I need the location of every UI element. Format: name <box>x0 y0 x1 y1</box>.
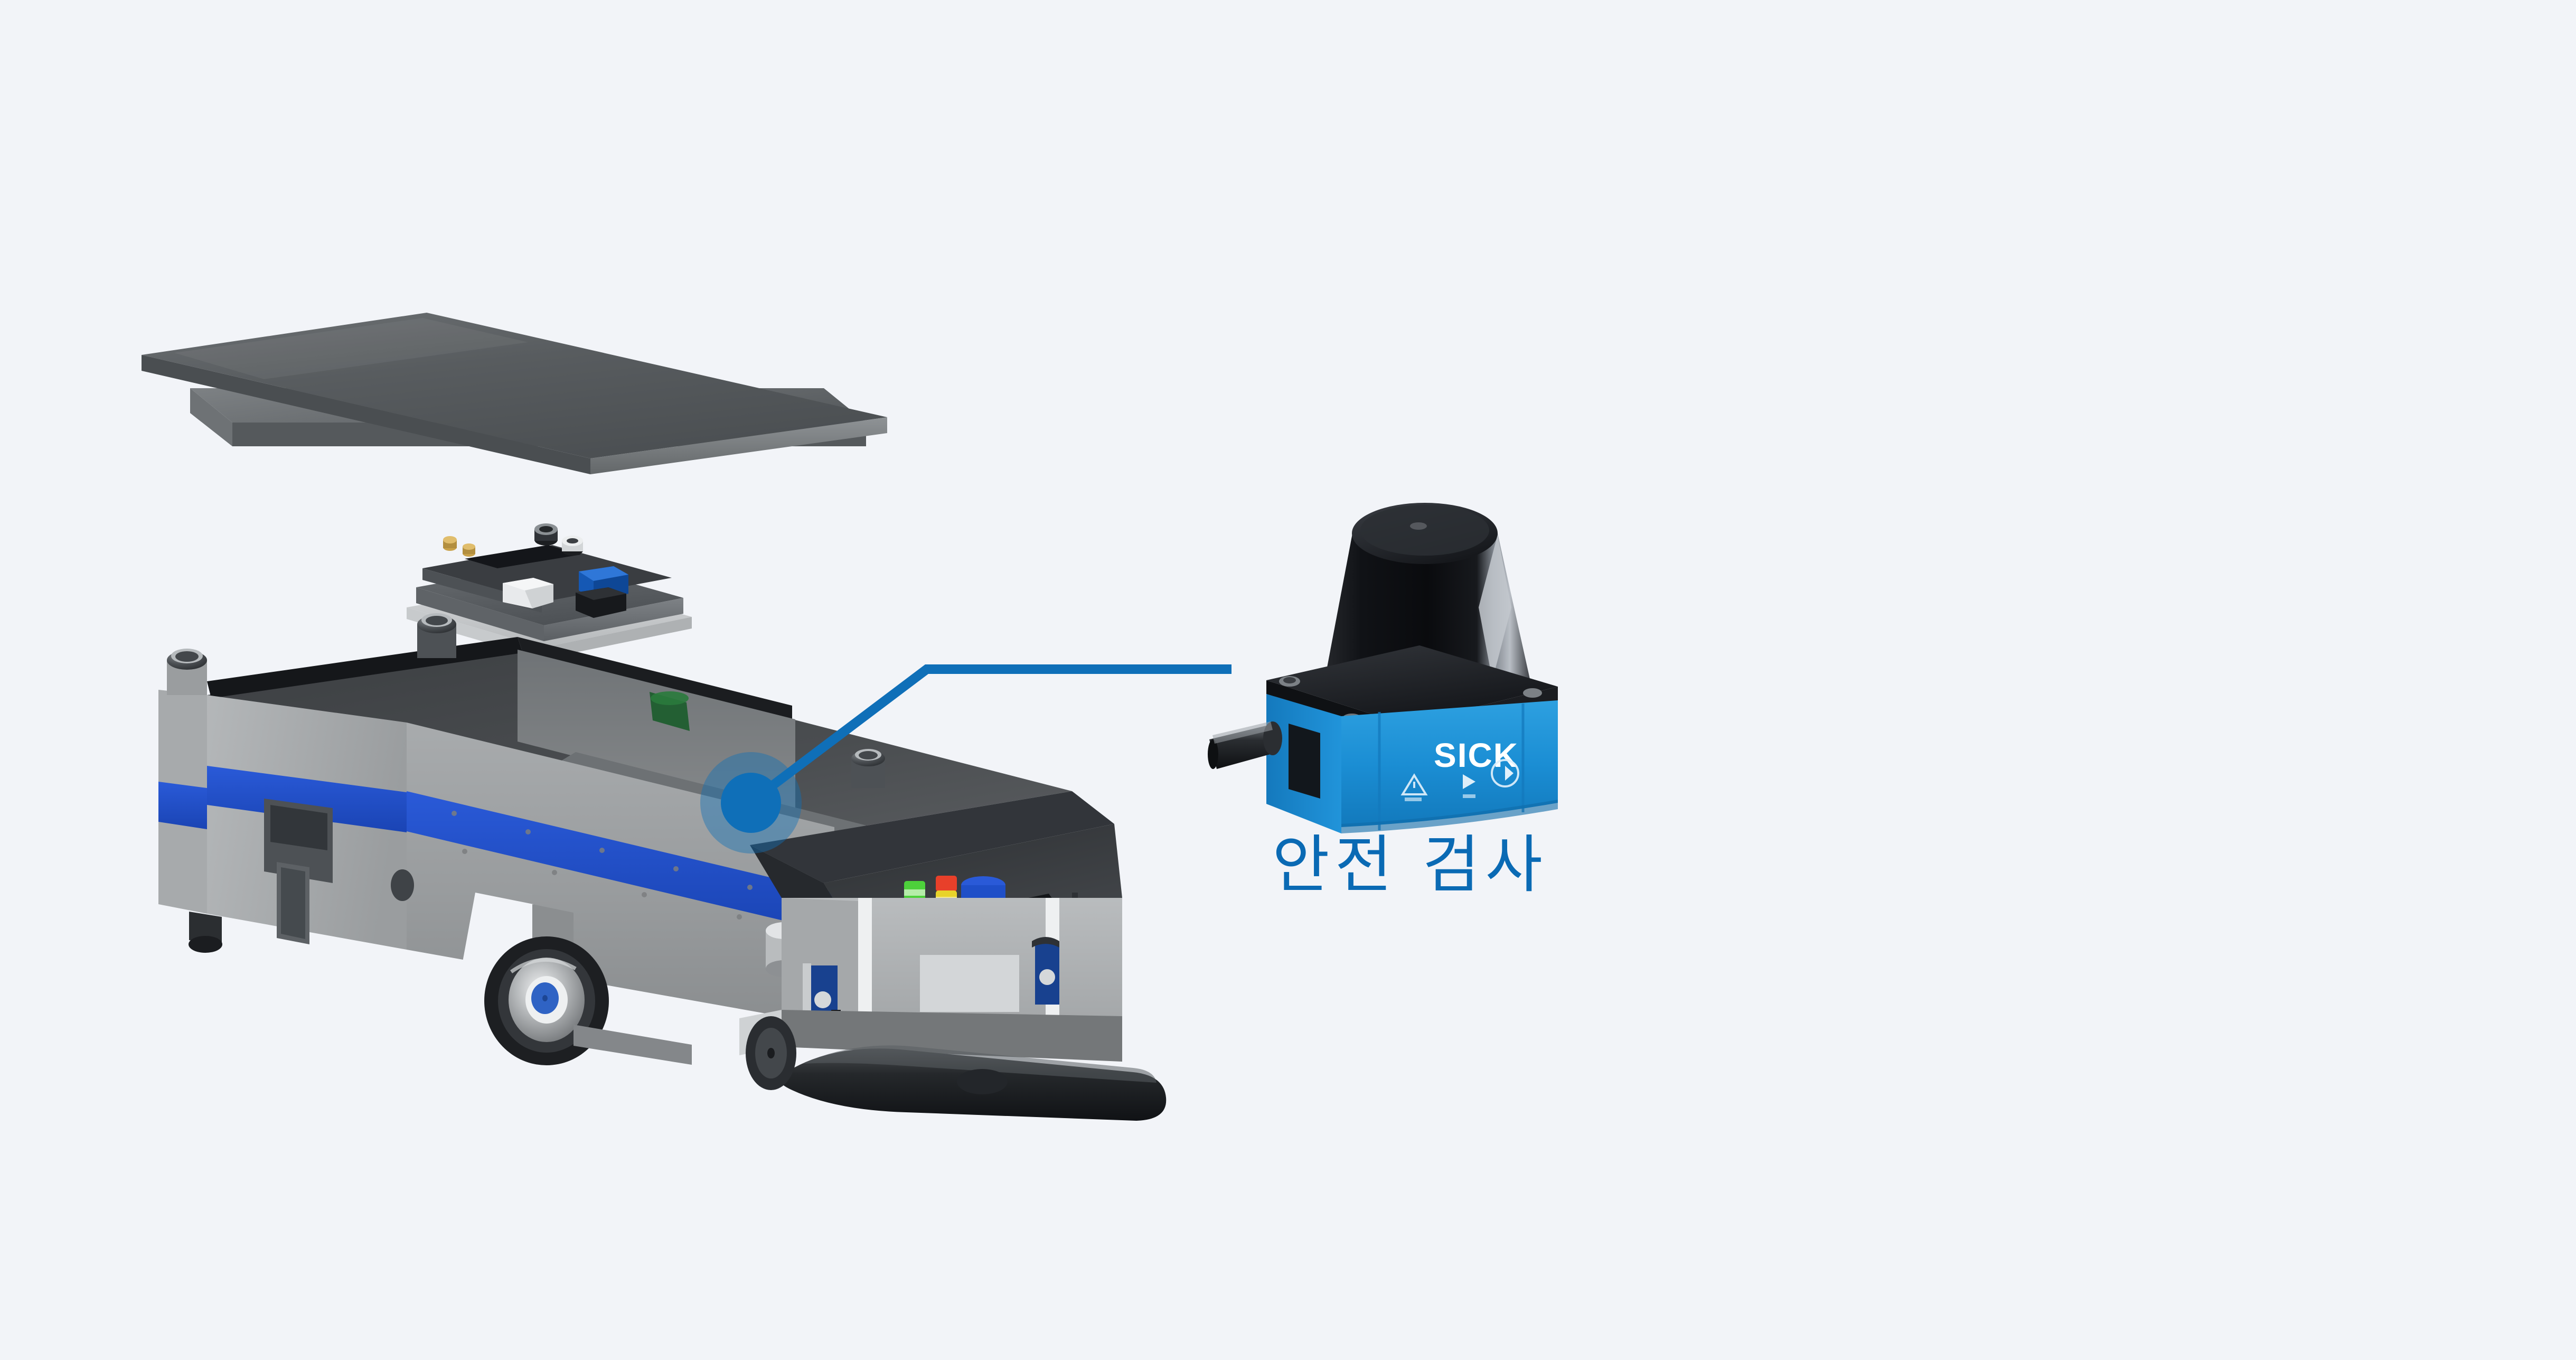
warning-triangle-icon <box>1400 773 1428 801</box>
module-white-terminal <box>503 578 553 608</box>
play-triangle-icon <box>1463 774 1475 798</box>
rotation-arrow-icon <box>1491 759 1519 787</box>
agv-drive-wheel <box>484 936 609 1065</box>
svg-text:SICK: SICK <box>1434 736 1519 774</box>
front-casters <box>746 1016 1008 1094</box>
scanner-dome <box>1324 503 1530 681</box>
agv-top-cover-plate <box>142 313 887 474</box>
agv-controller-module <box>407 523 692 659</box>
module-black-connector <box>576 587 626 618</box>
module-standoffs <box>443 536 475 557</box>
bed-corner-posts <box>167 613 885 788</box>
sick-safety-laser-scanner: SICK <box>1208 503 1558 833</box>
callout-marker-dot <box>721 773 781 833</box>
front-right-sensor-window <box>1032 937 1059 1005</box>
sick-logo: SICK <box>1434 736 1519 774</box>
callout-leader <box>700 664 1231 853</box>
agv-chassis <box>158 613 1167 1121</box>
rear-caster <box>189 912 222 953</box>
scanner-cable <box>1208 721 1282 769</box>
callout-leader-line <box>752 664 1231 803</box>
callout-label-safety-inspection: 안전 검사 <box>1272 828 1548 901</box>
scanner-indicator-icons <box>1400 759 1519 801</box>
module-m12-connectors <box>534 523 583 556</box>
flank-rivets <box>452 811 753 920</box>
